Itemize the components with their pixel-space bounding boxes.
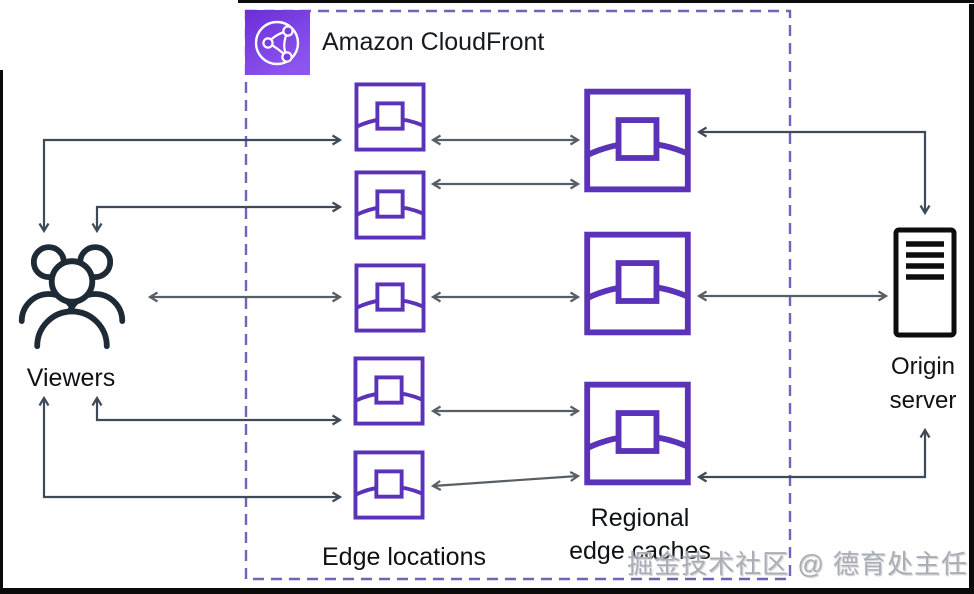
cloudfront-icon xyxy=(245,10,310,75)
regional-cache-node-2 xyxy=(583,231,692,336)
origin-server-icon xyxy=(893,227,957,338)
edge-locations-label: Edge locations xyxy=(321,543,486,571)
regional-edge-caches-label: Regional edge caches xyxy=(520,502,760,568)
edge-location-node-2 xyxy=(353,170,427,240)
regional-label-line2: edge caches xyxy=(569,537,711,565)
regional-cache-node-1 xyxy=(583,88,692,193)
origin-label-line2: server xyxy=(889,387,957,414)
viewers-label: Viewers xyxy=(26,364,116,392)
frame-border-left xyxy=(0,70,3,594)
cloudfront-title: Amazon CloudFront xyxy=(322,28,545,56)
watermark-text: 掘金技术社区 @ 德育处主任 xyxy=(627,549,968,579)
edge-location-node-4 xyxy=(352,356,426,426)
edge-location-node-3 xyxy=(353,263,427,333)
viewers-icon xyxy=(18,244,126,350)
regional-cache-node-3 xyxy=(583,381,692,486)
frame-border-right xyxy=(969,4,974,594)
regional-label-line1: Regional xyxy=(590,504,690,532)
edge-location-node-5 xyxy=(352,450,426,520)
origin-server-label: Origin server xyxy=(853,350,974,418)
origin-label-line1: Origin xyxy=(890,353,956,380)
frame-border-top xyxy=(238,0,974,3)
edge-location-node-1 xyxy=(353,82,427,152)
frame-border-bottom xyxy=(0,588,974,594)
